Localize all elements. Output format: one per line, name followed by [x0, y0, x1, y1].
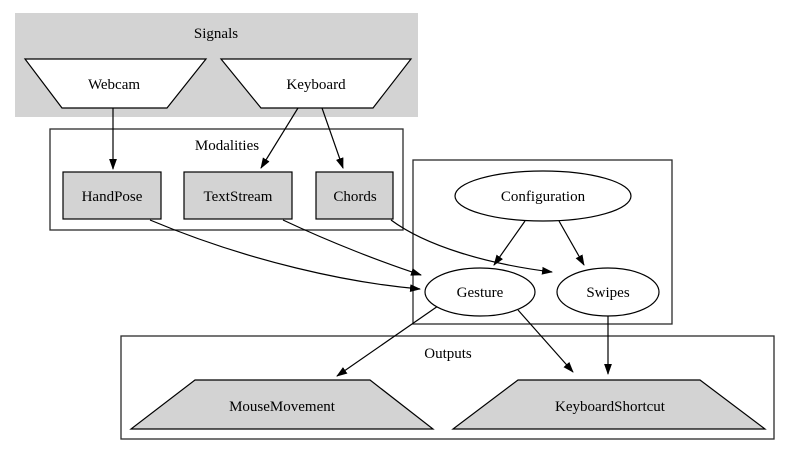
node-configuration-label: Configuration — [501, 189, 586, 205]
edge-configuration-swipes — [558, 220, 585, 266]
node-keyboardshortcut-shape — [451, 379, 767, 430]
node-chords: Chords — [315, 171, 394, 220]
node-chords-label: Chords — [333, 189, 377, 205]
edge-keyboard-textstream — [260, 107, 299, 169]
node-textstream-label: TextStream — [204, 189, 273, 205]
edge-keyboard-chords — [321, 107, 344, 169]
node-configuration: Configuration — [454, 170, 632, 222]
cluster-signals-label: Signals — [194, 26, 238, 42]
node-swipes-shape — [556, 267, 660, 317]
node-swipes-label: Swipes — [586, 285, 630, 301]
cluster-outputs-border — [120, 335, 775, 440]
edge-chords-swipes — [390, 219, 553, 275]
node-chords-shape — [315, 171, 394, 220]
node-webcam-shape — [23, 58, 208, 109]
node-mousemovement-shape — [129, 379, 435, 430]
node-keyboard-label: Keyboard — [286, 77, 346, 93]
node-textstream-shape — [183, 171, 293, 220]
node-handpose-label: HandPose — [82, 189, 143, 205]
node-gesture: Gesture — [424, 267, 536, 317]
node-webcam: Webcam — [23, 58, 208, 109]
cluster-modalities-border — [49, 128, 404, 231]
node-handpose: HandPose — [62, 171, 162, 220]
node-gesture-label: Gesture — [457, 285, 504, 301]
node-webcam-label: Webcam — [88, 77, 140, 93]
cluster-outputs-label: Outputs — [424, 346, 472, 362]
node-configuration-shape — [454, 170, 632, 222]
node-keyboard-shape — [219, 58, 413, 109]
edge-configuration-gesture — [493, 220, 526, 266]
cluster-recognition — [412, 159, 673, 325]
node-keyboard: Keyboard — [219, 58, 413, 109]
node-mousemovement-label: MouseMovement — [229, 399, 336, 415]
node-keyboardshortcut-label: KeyboardShortcut — [555, 399, 666, 415]
node-keyboardshortcut: KeyboardShortcut — [451, 379, 767, 430]
node-mousemovement: MouseMovement — [129, 379, 435, 430]
edge-textstream-gesture — [282, 219, 422, 276]
node-textstream: TextStream — [183, 171, 293, 220]
cluster-modalities: Modalities — [49, 128, 404, 231]
node-swipes: Swipes — [556, 267, 660, 317]
cluster-recognition-border — [412, 159, 673, 325]
cluster-outputs: Outputs — [120, 335, 775, 440]
node-handpose-shape — [62, 171, 162, 220]
edge-handpose-gesture — [149, 219, 421, 293]
node-gesture-shape — [424, 267, 536, 317]
edge-gesture-mousemovement — [336, 305, 439, 377]
cluster-modalities-label: Modalities — [195, 138, 259, 154]
edge-gesture-keyboardshortcut — [517, 309, 574, 373]
edges — [109, 107, 612, 377]
